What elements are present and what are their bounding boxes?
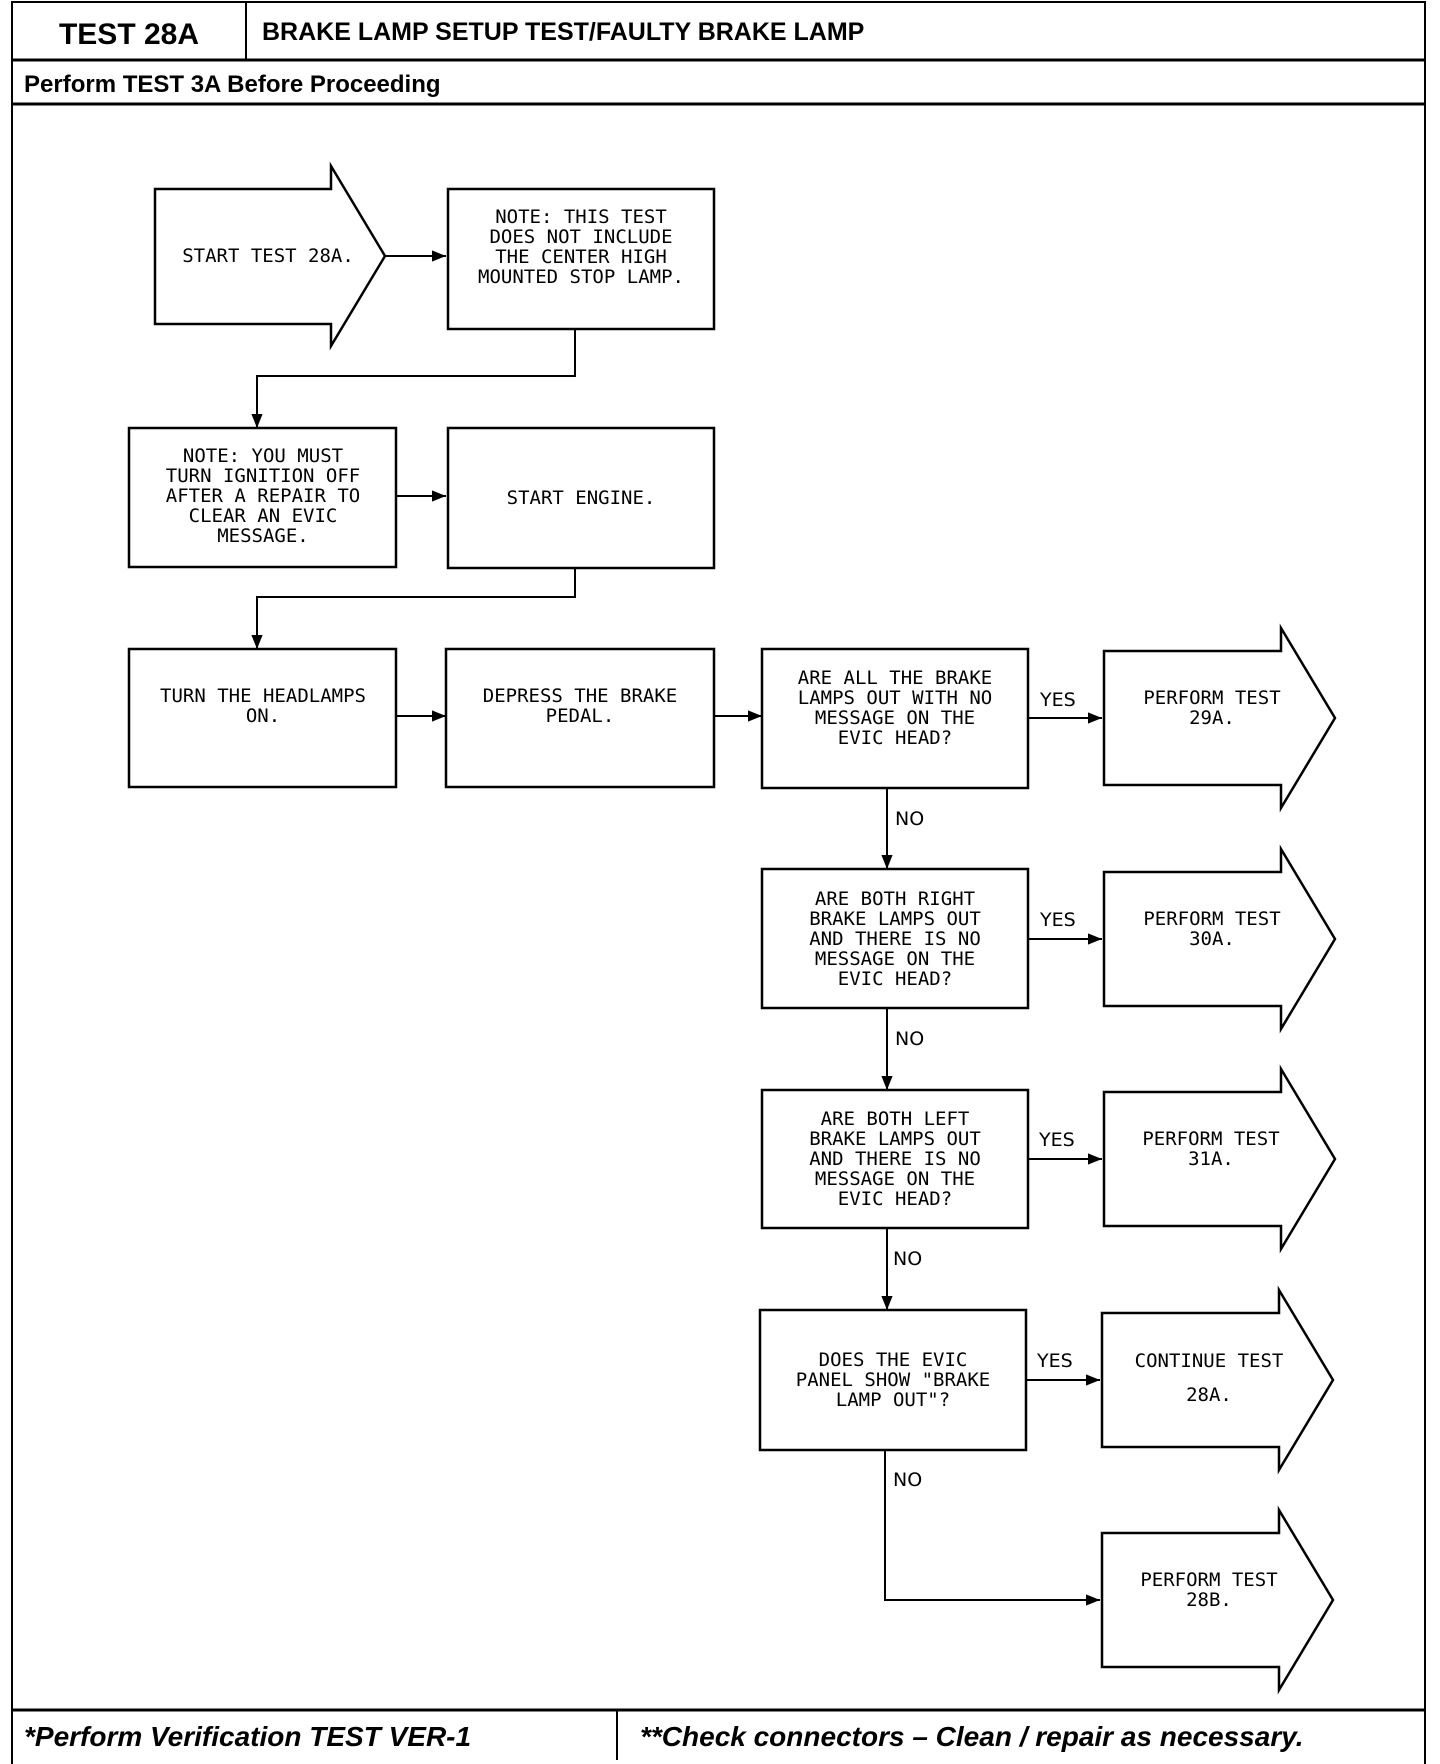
node-text-line: 28B.	[1186, 1589, 1232, 1611]
node-text-line: PERFORM TEST	[1143, 908, 1280, 930]
node-text-line: ON.	[246, 705, 280, 727]
node-text-line: TURN IGNITION OFF	[166, 465, 360, 487]
node-text-line: TURN THE HEADLAMPS	[160, 685, 366, 707]
note2-box	[127, 426, 398, 569]
q1-yes-label: YES	[1039, 689, 1076, 711]
node-text-line: MOUNTED STOP LAMP.	[478, 266, 684, 288]
node-text-line: PERFORM TEST	[1142, 1128, 1279, 1150]
node-text-line: MESSAGE ON THE	[815, 707, 975, 729]
node-text-line: PERFORM TEST	[1140, 1569, 1277, 1591]
node-text-line: 30A.	[1189, 928, 1235, 950]
start-engine-box	[446, 426, 716, 570]
node-text-line: NOTE: YOU MUST	[183, 445, 343, 467]
r4-arrow-shape	[1100, 1285, 1335, 1475]
node-text-line: CONTINUE TEST	[1135, 1350, 1284, 1372]
node-text-line: DOES NOT INCLUDE	[489, 226, 672, 248]
node-text-line: MESSAGE ON THE	[815, 948, 975, 970]
node-text-line: 28A.	[1186, 1384, 1232, 1406]
node-text-line: BRAKE LAMPS OUT	[809, 1128, 981, 1150]
q1-no-label: NO	[895, 808, 924, 830]
connectors	[251, 250, 1102, 1606]
footer-verification-note: *Perform Verification TEST VER-1	[24, 1721, 471, 1752]
q3-yes-label: YES	[1038, 1129, 1075, 1151]
q4-no-label: NO	[893, 1469, 922, 1491]
node-text-line: BRAKE LAMPS OUT	[809, 908, 981, 930]
q2-no-label: NO	[895, 1028, 924, 1050]
node-text-line: 29A.	[1189, 707, 1235, 729]
node-text-line: EVIC HEAD?	[838, 968, 952, 990]
start-label: START TEST 28A.	[182, 245, 354, 267]
arrow-q4-no	[884, 1450, 1100, 1606]
r1-arrow-shape	[1102, 623, 1337, 813]
outer-border	[11, 1, 1426, 1764]
arrow-start-engine-to-headlamps	[251, 568, 576, 649]
node-text-line: THE CENTER HIGH	[495, 246, 667, 268]
node-text-line: DEPRESS THE BRAKE	[483, 685, 677, 707]
r5-arrow-shape	[1100, 1505, 1335, 1695]
node-text-line: START ENGINE.	[507, 487, 656, 509]
node-text-line: PERFORM TEST	[1143, 687, 1280, 709]
node-text-line: DOES THE EVIC	[819, 1349, 968, 1371]
node-text-line: EVIC HEAD?	[838, 1188, 952, 1210]
headlamps-box	[127, 647, 398, 789]
q1-box	[760, 647, 1030, 790]
q4-box	[758, 1308, 1028, 1452]
q4-yes-label: YES	[1036, 1350, 1073, 1372]
q2-box	[760, 867, 1030, 1010]
node-text-line: CLEAR AN EVIC	[189, 505, 338, 527]
node-text-line: PEDAL.	[546, 705, 615, 727]
page-title: BRAKE LAMP SETUP TEST/FAULTY BRAKE LAMP	[262, 18, 864, 46]
node-text-line: EVIC HEAD?	[838, 727, 952, 749]
start-engine-text: START ENGINE.	[507, 487, 656, 509]
footer-connector-note: **Check connectors – Clean / repair as n…	[640, 1721, 1304, 1752]
node-text-line: LAMPS OUT WITH NO	[798, 687, 992, 709]
r4-text: CONTINUE TEST 28A.	[1135, 1350, 1284, 1406]
node-text-line: AFTER A REPAIR TO	[166, 485, 360, 507]
node-text-line: NOTE: THIS TEST	[495, 206, 667, 228]
arrow-note1-to-note2	[251, 329, 576, 428]
node-text-line: AND THERE IS NO	[809, 928, 981, 950]
node-text-line: LAMP OUT"?	[836, 1389, 950, 1411]
r2-arrow-shape	[1102, 844, 1337, 1034]
node-text-line: ARE BOTH LEFT	[821, 1108, 970, 1130]
node-text-line: AND THERE IS NO	[809, 1148, 981, 1170]
start-arrow-shape	[153, 161, 387, 351]
depress-box	[444, 647, 716, 789]
node-text-line: START TEST 28A.	[182, 245, 354, 267]
q3-box	[760, 1088, 1030, 1230]
r3-arrow-shape	[1102, 1064, 1337, 1254]
page-frame	[11, 1, 1426, 1764]
page-subtitle: Perform TEST 3A Before Proceeding	[24, 71, 441, 98]
node-text-line: MESSAGE ON THE	[815, 1168, 975, 1190]
test-id-label: TEST 28A	[59, 18, 199, 51]
node-text-line: MESSAGE.	[217, 525, 309, 547]
node-text-line: 31A.	[1188, 1148, 1234, 1170]
note1-box	[446, 187, 716, 331]
node-text-line: ARE ALL THE BRAKE	[798, 667, 992, 689]
q2-yes-label: YES	[1039, 909, 1076, 931]
node-text-line: ARE BOTH RIGHT	[815, 888, 975, 910]
q3-no-label: NO	[893, 1248, 922, 1270]
node-text-line: PANEL SHOW "BRAKE	[796, 1369, 990, 1391]
nodes	[127, 161, 1337, 1695]
